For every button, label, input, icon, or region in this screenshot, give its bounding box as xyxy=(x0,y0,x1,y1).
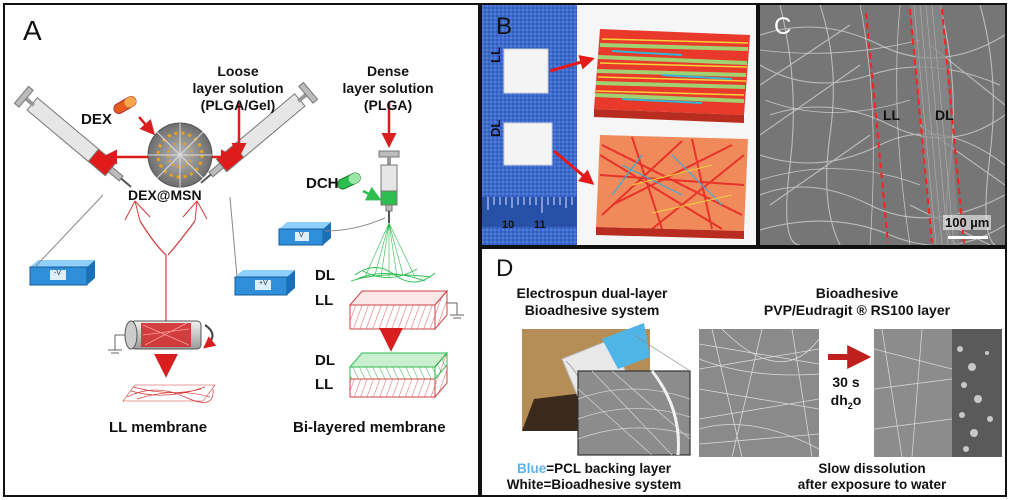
panel-d-letter: D xyxy=(496,255,514,282)
right-supply-readout: +V xyxy=(259,280,268,287)
dex-capsule-icon xyxy=(113,96,137,114)
dissolution-caption: Slow dissolution after exposure to water xyxy=(772,461,972,493)
dex-label: DEX xyxy=(81,111,112,128)
dl-sample-label: DL xyxy=(488,119,503,137)
panel-d-drawing xyxy=(522,323,1002,458)
panel-b-letter: B xyxy=(496,13,513,40)
dl-region-label: DL xyxy=(935,107,954,123)
bilayer-membrane-caption: Bi-layered membrane xyxy=(293,419,446,436)
right-power-supply-icon xyxy=(229,196,295,296)
rotating-drum-collector xyxy=(108,320,217,354)
loose-title-line-2: layer solution xyxy=(192,80,284,96)
dl-surface-map xyxy=(596,135,748,239)
dl-ll-block-lower xyxy=(348,351,449,399)
panel-a-drawing xyxy=(13,81,464,403)
panel-c-sem-image xyxy=(760,5,1005,245)
bioadhesive-title-line-2: PVP/Eudragit ® RS100 layer xyxy=(763,302,951,318)
dl-band xyxy=(910,5,960,245)
loose-title-line-3: (PLGA/Gel) xyxy=(200,97,276,113)
ll-boundary-dashes xyxy=(865,12,889,244)
dch-label: DCH xyxy=(306,175,339,192)
ll-region-label: LL xyxy=(883,107,901,123)
dl-boundary-dashes-right xyxy=(941,8,965,244)
right-jet xyxy=(182,200,208,222)
dense-supply-readout: V xyxy=(299,232,304,239)
medium-subscript: 2 xyxy=(847,400,853,411)
left-syringe xyxy=(13,85,132,188)
dissolution-caption-line-2: after exposure to water xyxy=(797,477,947,492)
dl-ll-block-upper xyxy=(348,267,464,331)
ll-sample-label: LL xyxy=(488,47,503,63)
dense-title-line-2: layer solution xyxy=(342,80,434,96)
dense-syringe xyxy=(378,150,400,223)
legend-white-line: White=Bioadhesive system xyxy=(506,477,682,492)
ll-sample-square xyxy=(503,48,549,94)
panel-b-drawing xyxy=(482,5,750,245)
bioadhesive-title-line-1: Bioadhesive xyxy=(815,285,899,301)
dual-layer-title-line-1: Electrospun dual-layer xyxy=(516,285,668,301)
jet-to-drum xyxy=(139,220,196,321)
dense-jet xyxy=(364,222,416,278)
legend-blue-line: Blue=PCL backing layer xyxy=(494,461,694,477)
legend-blue-word: Blue xyxy=(517,461,547,476)
scale-bar-label: 100 µm xyxy=(943,215,992,230)
bioadhesive-layer-title: Bioadhesive PVP/Eudragit ® RS100 layer xyxy=(742,285,972,319)
loose-layer-title: Loose layer solution (PLGA/Gel) xyxy=(173,63,303,114)
ruler-ticks xyxy=(487,197,573,213)
ll-label-lower: LL xyxy=(315,376,334,393)
ll-label-upper: LL xyxy=(315,292,334,309)
medium-suffix: o xyxy=(852,392,862,408)
ll-zoom-arrow xyxy=(549,55,595,73)
ruler-label-11: 11 xyxy=(534,219,546,231)
medium-prefix: dh xyxy=(830,392,848,408)
dl-zoom-arrow xyxy=(553,149,595,185)
scale-bar xyxy=(948,236,988,239)
dl-boundary-dashes-left xyxy=(909,8,933,244)
legend-blue-rest: =PCL backing layer xyxy=(546,461,671,476)
dl-label-upper: DL xyxy=(315,267,335,284)
dual-layer-sem-inset xyxy=(577,334,691,456)
exposure-conditions: 30 s dh2o xyxy=(818,373,874,415)
ruler-label-10: 10 xyxy=(502,219,515,231)
panel-a-letter: A xyxy=(23,15,42,46)
panel-d: D Electrospun dual-layer Bioadhesive sys… xyxy=(480,247,1007,497)
panel-c-letter: C xyxy=(774,13,792,40)
dl-sample-square xyxy=(503,122,553,166)
dense-title-line-1: Dense xyxy=(366,63,410,79)
sem-before-dissolution xyxy=(698,328,820,458)
layer-legend: Blue=PCL backing layer White=Bioadhesive… xyxy=(494,461,694,493)
dual-layer-title: Electrospun dual-layer Bioadhesive syste… xyxy=(496,285,688,319)
ll-surface-map xyxy=(594,29,750,123)
ll-membrane-caption: LL membrane xyxy=(109,419,208,436)
msn-sphere-icon xyxy=(147,122,213,188)
dual-layer-title-line-2: Bioadhesive system xyxy=(524,302,660,318)
ll-membrane-mat xyxy=(122,384,216,403)
dense-power-supply-icon xyxy=(278,217,386,246)
dissolution-caption-line-1: Slow dissolution xyxy=(818,461,926,476)
dense-title-line-3: (PLGA) xyxy=(363,97,413,113)
loose-title-line-1: Loose xyxy=(217,63,259,79)
panel-a: A Loose layer solution (PLGA/Gel) Dense … xyxy=(3,3,480,497)
left-power-supply-icon xyxy=(29,194,104,286)
dch-capsule-icon xyxy=(337,172,361,190)
dl-label-lower: DL xyxy=(315,352,335,369)
exposure-time: 30 s xyxy=(832,374,860,390)
panel-c: C LL DL 100 µm xyxy=(758,3,1007,247)
dex-msn-label: DEX@MSN xyxy=(128,187,202,203)
left-supply-readout: -V xyxy=(54,270,61,277)
dex-to-msn-arrow xyxy=(138,116,155,136)
dch-to-syringe-arrow xyxy=(362,186,382,201)
sem-after-dissolution xyxy=(873,328,1002,458)
panel-b: B LL DL 10 11 xyxy=(480,3,758,247)
left-jet xyxy=(124,200,151,222)
dense-layer-title: Dense layer solution (PLGA) xyxy=(323,63,453,114)
exposure-medium: dh2o xyxy=(818,391,874,415)
